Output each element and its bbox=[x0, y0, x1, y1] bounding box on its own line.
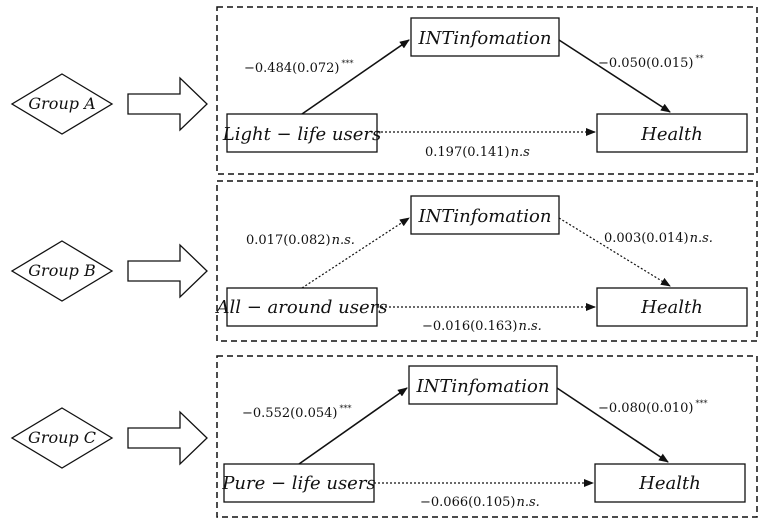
group-c-outcome-label: Health bbox=[638, 473, 701, 494]
group-c-path-a-label: −0.552(0.054)*** bbox=[242, 404, 351, 421]
group-b-dashed-frame bbox=[216, 180, 758, 342]
group-a-path-b-arrow bbox=[558, 39, 671, 113]
group-a-path-a-arrow bbox=[301, 39, 410, 115]
group-c-path-b-label: −0.080(0.010)*** bbox=[598, 399, 707, 416]
group-a-outcome-box bbox=[596, 113, 748, 153]
group-a-source-label: Light − life users bbox=[222, 124, 381, 145]
group-c-dashed-frame bbox=[216, 355, 758, 518]
group-a-source-box bbox=[226, 113, 378, 153]
group-a-path-b-label: −0.050(0.015)** bbox=[598, 54, 703, 71]
group-b-source-label: All − around users bbox=[215, 297, 388, 318]
group-b-diamond bbox=[10, 240, 114, 302]
group-a-outcome-label: Health bbox=[640, 124, 703, 145]
group-a-label: Group A bbox=[28, 94, 95, 113]
group-a-mediator-box bbox=[410, 17, 560, 57]
group-c-panel: Group C INTinfomation Pure − life users … bbox=[10, 355, 758, 518]
group-a-path-a-label: −0.484(0.072)*** bbox=[244, 59, 353, 76]
group-c-mediator-label: INTinfomation bbox=[416, 376, 550, 397]
group-b-path-b-arrow bbox=[558, 217, 671, 287]
group-c-path-b-arrow bbox=[556, 387, 669, 463]
group-b-mediator-box bbox=[410, 195, 560, 235]
group-b-label: Group B bbox=[28, 261, 96, 280]
group-b-block-arrow bbox=[127, 243, 208, 299]
group-c-path-c-label: −0.066(0.105)n.s. bbox=[420, 495, 540, 510]
group-c-path-a-arrow bbox=[298, 387, 408, 465]
group-c-label: Group C bbox=[28, 428, 96, 447]
group-a-block-arrow bbox=[127, 76, 208, 132]
group-a-mediator-label: INTinfomation bbox=[418, 28, 552, 49]
group-a-path-c-label: 0.197(0.141)n.s bbox=[425, 145, 530, 160]
group-b-mediator-label: INTinfomation bbox=[418, 206, 552, 227]
group-c-diamond bbox=[10, 407, 114, 469]
group-a-panel: Group A INTinfomation Light − life users… bbox=[10, 6, 758, 175]
group-b-panel: Group B INTinfomation All − around users… bbox=[10, 180, 758, 342]
group-a-diamond bbox=[10, 73, 114, 135]
group-c-mediator-box bbox=[408, 365, 558, 405]
group-b-source-box bbox=[226, 287, 378, 327]
group-b-path-b-label: 0.003(0.014)n.s. bbox=[604, 231, 713, 246]
group-c-outcome-box bbox=[594, 463, 746, 503]
group-b-path-a-label: 0.017(0.082)n.s. bbox=[246, 233, 355, 248]
group-b-outcome-label: Health bbox=[640, 297, 703, 318]
group-c-block-arrow bbox=[127, 410, 208, 466]
group-c-source-label: Pure − life users bbox=[221, 473, 375, 494]
group-b-path-a-arrow bbox=[301, 217, 410, 289]
group-b-outcome-box bbox=[596, 287, 748, 327]
group-b-path-c-label: −0.016(0.163)n.s. bbox=[422, 319, 542, 334]
group-a-dashed-frame bbox=[216, 6, 758, 175]
